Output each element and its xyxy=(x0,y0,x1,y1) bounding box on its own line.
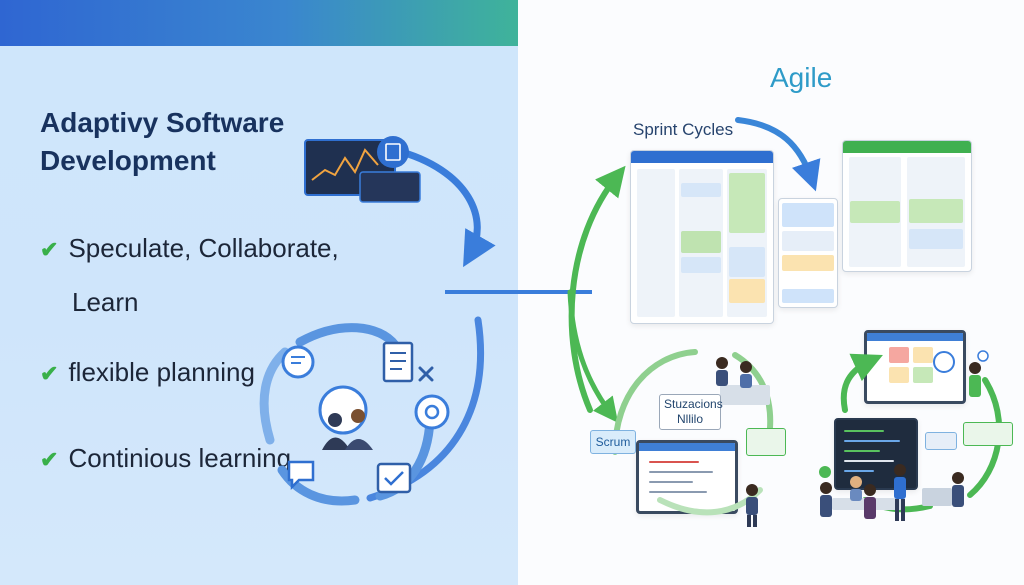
screen-header xyxy=(867,333,963,341)
bullet-continuation: Learn xyxy=(72,287,139,317)
code-line xyxy=(844,440,900,442)
board-card xyxy=(782,289,834,303)
sprint-cycles-label: Sprint Cycles xyxy=(633,120,734,139)
cycle-arrow xyxy=(657,487,763,516)
flow-arrow xyxy=(391,146,496,268)
cycle-arrow xyxy=(732,352,774,431)
text-line xyxy=(649,471,713,473)
left-panel: Adaptivy Software Development ✔ Speculate… xyxy=(0,0,518,585)
board-card xyxy=(681,231,721,253)
board-card xyxy=(909,229,963,249)
bullet-speculate: ✔ Speculate, Collaborate, Learn xyxy=(40,222,420,328)
board-card xyxy=(729,173,765,233)
flow-arrow xyxy=(735,117,821,192)
blue-note-icon xyxy=(925,432,957,450)
board-card xyxy=(782,203,834,227)
checkmark-icon: ✔ xyxy=(40,237,59,262)
board-card xyxy=(913,367,933,383)
document-icon xyxy=(382,341,414,383)
board-card xyxy=(782,255,834,271)
bullet-text: Speculate, Collaborate, xyxy=(68,233,339,263)
team-meeting-icon xyxy=(716,357,770,405)
board-card xyxy=(729,247,765,277)
chat-bubble-icon xyxy=(287,460,315,491)
cycle-arrow xyxy=(277,465,360,506)
cycle-arrow xyxy=(840,353,883,413)
cycle-arrow xyxy=(295,323,400,350)
tools-icon xyxy=(418,366,434,382)
board-card xyxy=(850,201,900,223)
board-card xyxy=(681,183,721,197)
green-note-icon xyxy=(746,428,786,456)
kanban-board-icon xyxy=(630,150,774,324)
bullet-text: flexible planning xyxy=(68,357,255,387)
green-note-icon xyxy=(963,422,1013,446)
bullet-continuous-learning: ✔ Continious learning xyxy=(40,432,291,486)
board-card xyxy=(681,257,721,273)
calendar-icon xyxy=(376,462,412,494)
top-gradient-band xyxy=(0,0,518,46)
person-icon xyxy=(746,484,758,527)
cycle-arrow xyxy=(568,165,626,413)
cycle-arrow xyxy=(567,289,619,423)
chat-bubble-icon xyxy=(819,350,989,478)
text-line xyxy=(649,461,699,463)
checkmark-icon: ✔ xyxy=(40,361,59,386)
board-card xyxy=(889,347,909,363)
cycle-arrow xyxy=(259,347,290,445)
team-group-icon xyxy=(820,351,981,521)
chat-icon xyxy=(281,345,315,379)
checkmark-icon: ✔ xyxy=(40,447,59,472)
board-header xyxy=(843,141,971,153)
board-card xyxy=(782,231,834,251)
board-card xyxy=(913,347,933,363)
code-line xyxy=(844,450,880,452)
board-column xyxy=(637,169,675,317)
board-card xyxy=(889,367,909,383)
text-line xyxy=(649,491,707,493)
whiteboard-line-1: Stuzacions xyxy=(664,397,723,411)
settings-icon xyxy=(414,394,450,430)
whiteboard-label: Stuzacions Nllilo xyxy=(659,394,723,430)
kanban-board-icon xyxy=(778,198,838,308)
agile-title: Agile xyxy=(770,62,833,93)
board-card xyxy=(729,279,765,303)
people-icon xyxy=(318,385,373,450)
bullet-text: Continious learning xyxy=(68,443,292,473)
scrum-label: Scrum xyxy=(590,430,636,454)
board-card xyxy=(909,199,963,223)
text-line xyxy=(649,481,693,483)
code-line xyxy=(844,430,884,432)
whiteboard-line-2: Nllilo xyxy=(676,412,703,426)
screen-header xyxy=(639,443,735,451)
laptop-code-icon xyxy=(304,136,421,203)
kanban-board-icon xyxy=(842,140,972,272)
page-title: Adaptivy Software Development xyxy=(40,107,285,176)
code-line xyxy=(844,470,874,472)
board-header xyxy=(631,151,773,163)
code-line xyxy=(844,460,894,462)
bullet-flexible-planning: ✔ flexible planning xyxy=(40,346,255,400)
